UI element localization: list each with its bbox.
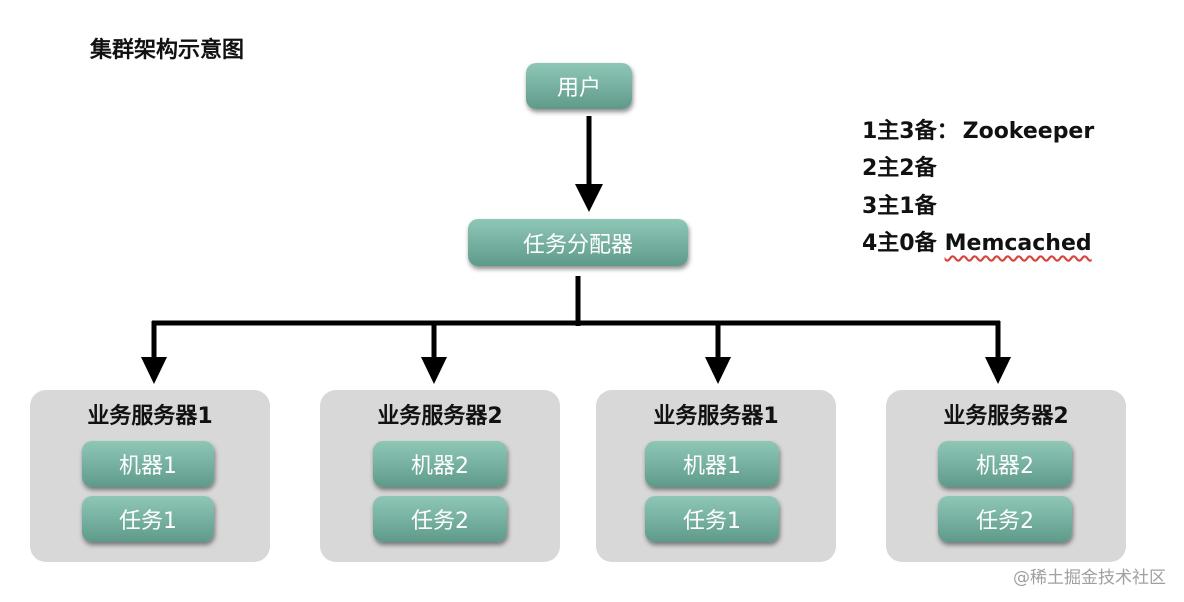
legend-line-2: 2主2备: [862, 156, 937, 181]
arrowhead-group-1: [141, 357, 167, 384]
server-group-2-machine: 机器2: [373, 441, 507, 487]
legend-line-3: 3主1备: [862, 194, 937, 219]
legend-line-1: 1主3备：Zookeeper: [862, 119, 1095, 144]
server-group-4-task: 任务2: [938, 496, 1072, 542]
server-group-1-machine: 机器1: [82, 441, 214, 487]
server-group-3-machine: 机器1: [645, 441, 779, 487]
server-group-1-task: 任务1: [82, 496, 214, 542]
arrowhead-group-4: [985, 357, 1011, 384]
server-group-2-title: 业务服务器2: [377, 404, 503, 429]
server-group-1-title: 业务服务器1: [87, 404, 213, 429]
diagram-title: 集群架构示意图: [90, 38, 245, 63]
user-node: 用户: [526, 63, 632, 109]
server-group-4-machine: 机器2: [938, 441, 1072, 487]
watermark: @稀土掘金技术社区: [1013, 568, 1166, 588]
server-group-2-task: 任务2: [373, 496, 507, 542]
arrowhead-group-2: [421, 357, 447, 384]
arrowhead-group-3: [705, 357, 731, 384]
server-group-3-title: 业务服务器1: [653, 404, 779, 429]
arrowhead-dispatcher: [575, 184, 603, 212]
dispatcher-node: 任务分配器: [468, 219, 688, 266]
server-group-4-title: 业务服务器2: [943, 404, 1069, 429]
server-group-3-task: 任务1: [645, 496, 779, 542]
